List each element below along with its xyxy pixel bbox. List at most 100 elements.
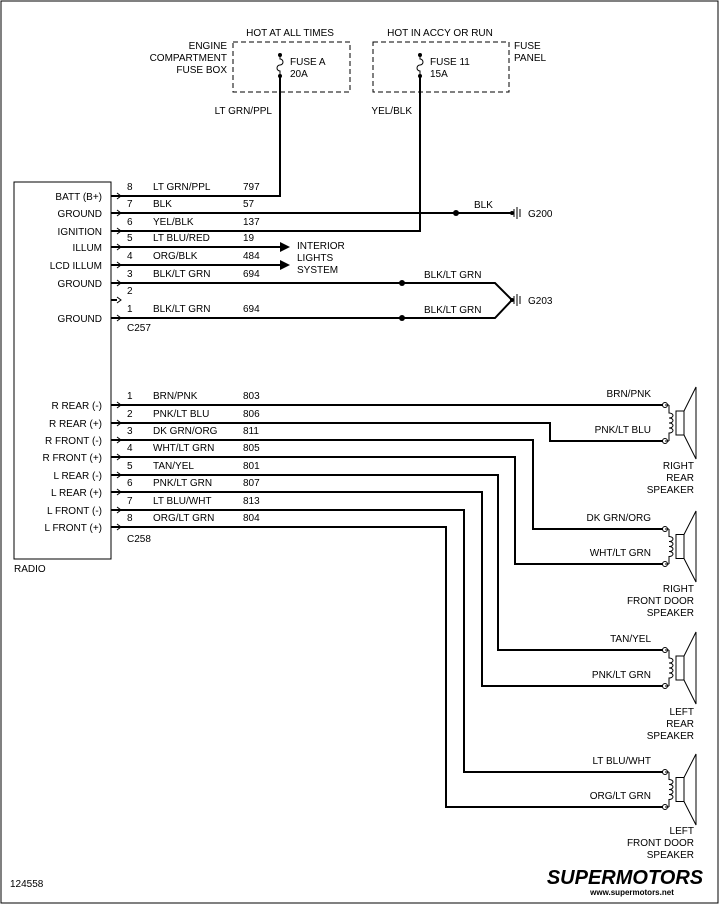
speaker-coil	[668, 772, 674, 807]
wire-color-label: PNK/LT GRN	[153, 478, 212, 489]
fuse-panel-label-2: PANEL	[514, 53, 546, 64]
speaker-cone	[683, 386, 697, 460]
speaker-label: SPEAKER	[647, 608, 694, 619]
speaker-cone	[683, 510, 697, 583]
fuse-a-label: FUSE A	[290, 57, 326, 68]
interior-label-3: SYSTEM	[297, 265, 338, 276]
wire-color-label: ORG/LT GRN	[153, 513, 214, 524]
circuit-number: 137	[243, 217, 260, 228]
radio-pin-function: IGNITION	[58, 227, 102, 238]
wire-color-label: BRN/PNK	[153, 391, 198, 402]
speaker-wire-label-top: BRN/PNK	[607, 389, 652, 400]
speaker-wire-label-bottom: PNK/LT GRN	[592, 670, 651, 681]
engine-box-label-2: COMPARTMENT	[150, 53, 227, 64]
wire-137	[117, 76, 421, 232]
radio-pin-function: L REAR (+)	[51, 488, 102, 499]
g200-dot	[510, 211, 514, 215]
speaker-label: RIGHT	[663, 461, 694, 472]
connector-pin-number: 8	[127, 182, 133, 193]
wire-797	[117, 76, 281, 197]
circuit-number: 801	[243, 461, 260, 472]
radio-pin-function: GROUND	[58, 279, 102, 290]
speaker-wire-label-top: LT BLU/WHT	[592, 756, 651, 767]
arrow-lcd-illum	[280, 260, 290, 270]
speaker-magnet	[675, 534, 685, 559]
wire-color-label: TAN/YEL	[153, 461, 194, 472]
speaker-label: SPEAKER	[647, 850, 694, 861]
connector-pin-number: 6	[127, 217, 133, 228]
splice-g200	[453, 210, 459, 216]
engine-fuse-box	[232, 41, 351, 93]
speaker-coil	[668, 405, 674, 441]
circuit-number: 797	[243, 182, 260, 193]
g203-wire-label-a: BLK/LT GRN	[424, 270, 481, 281]
radio-pin-function: LCD ILLUM	[50, 261, 102, 272]
connector-pin-number: 7	[127, 199, 133, 210]
wire-813	[117, 509, 665, 773]
fuse-11-dot-top	[418, 53, 422, 57]
circuit-number: 813	[243, 496, 260, 507]
wire-color-label: BLK/LT GRN	[153, 304, 210, 315]
connector-pin-number: 5	[127, 233, 133, 244]
splice-g203-a	[399, 280, 405, 286]
connector-c258: C258	[127, 534, 151, 545]
g203-wire-label-b: BLK/LT GRN	[424, 305, 481, 316]
connector-pin-number: 8	[127, 513, 133, 524]
radio-pin-function: R FRONT (-)	[45, 436, 102, 447]
circuit-number: 806	[243, 409, 260, 420]
radio-pin-function: GROUND	[58, 209, 102, 220]
wire-806	[117, 422, 665, 442]
engine-box-label-1: ENGINE	[189, 41, 228, 52]
wire-color-label: ORG/BLK	[153, 251, 198, 262]
connector-pin-number: 4	[127, 251, 133, 262]
wire-807	[117, 491, 665, 687]
connector-pin-number: 1	[127, 304, 133, 315]
g200-wire-label: BLK	[474, 200, 493, 211]
radio-pin-function: R REAR (-)	[51, 401, 102, 412]
g203-label: G203	[528, 296, 553, 307]
circuit-number: 807	[243, 478, 260, 489]
speaker-wire-label-top: DK GRN/ORG	[587, 513, 652, 524]
fuse-11-label: FUSE 11	[430, 57, 470, 68]
speaker-cone	[683, 631, 697, 705]
speaker-coil	[668, 650, 674, 686]
speaker-label: LEFT	[670, 707, 694, 718]
speaker-label: FRONT DOOR	[627, 838, 694, 849]
speaker-cone	[683, 753, 697, 826]
wire-811	[117, 439, 665, 530]
radio-pin-function: ILLUM	[73, 243, 102, 254]
ground-g203-symbol	[513, 294, 521, 306]
pin-terminal	[116, 192, 122, 200]
speaker-label: SPEAKER	[647, 731, 694, 742]
speaker-label: SPEAKER	[647, 485, 694, 496]
circuit-number: 804	[243, 513, 260, 524]
wire-694-b	[117, 299, 513, 319]
fuse-a-rating: 20A	[290, 69, 308, 80]
engine-box-label-3: FUSE BOX	[176, 65, 227, 76]
radio-box	[13, 181, 112, 560]
connector-pin-number: 2	[127, 286, 133, 297]
speaker-leads	[665, 771, 669, 808]
fuse-a-symbol	[276, 55, 284, 75]
wire-801	[117, 474, 665, 651]
fuse-panel-box	[372, 41, 510, 93]
connector-pin-number: 5	[127, 461, 133, 472]
speaker-label: REAR	[666, 473, 694, 484]
g200-label: G200	[528, 209, 553, 220]
fuse-a-wire-label: LT GRN/PPL	[215, 106, 273, 117]
speaker-label: REAR	[666, 719, 694, 730]
wire-color-label: LT BLU/RED	[153, 233, 210, 244]
circuit-number: 694	[243, 269, 260, 280]
wire-color-label: DK GRN/ORG	[153, 426, 218, 437]
radio-label: RADIO	[14, 564, 46, 575]
pin-terminal	[116, 227, 122, 235]
interior-label-2: LIGHTS	[297, 253, 333, 264]
radio-pin-function: R FRONT (+)	[42, 453, 102, 464]
